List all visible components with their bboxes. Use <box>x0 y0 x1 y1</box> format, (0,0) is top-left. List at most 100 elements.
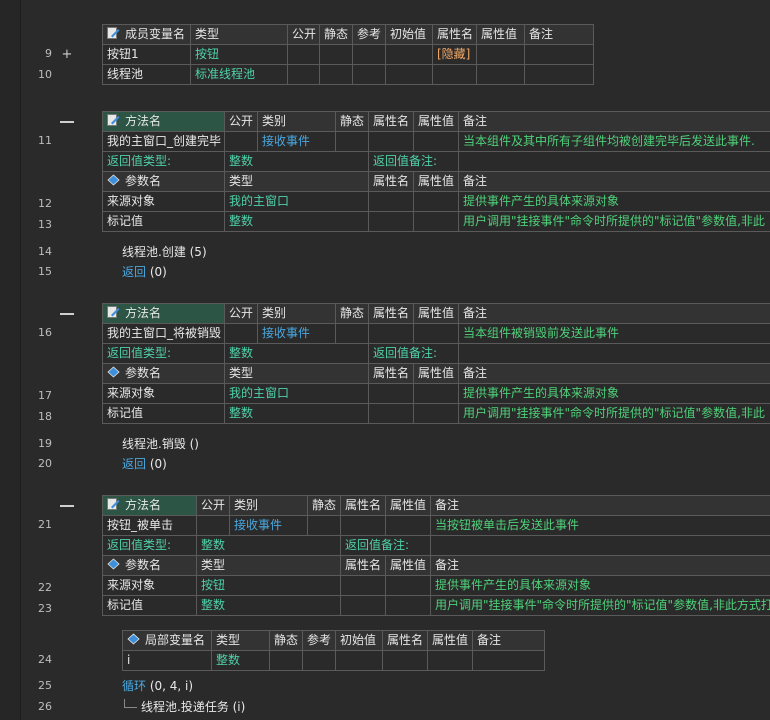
param-name-cell[interactable]: 来源对象 <box>102 383 225 404</box>
method-name-header[interactable]: 方法名 <box>102 495 197 516</box>
collapse-minus-icon[interactable] <box>60 505 74 507</box>
param-type-cell[interactable]: 我的主窗口 <box>224 383 369 404</box>
public-cell[interactable] <box>287 64 320 85</box>
static-cell[interactable] <box>335 131 369 152</box>
reference-cell[interactable] <box>302 650 336 671</box>
method-name-cell[interactable]: 按钮_被单击 <box>102 515 197 536</box>
param-name-cell[interactable]: 来源对象 <box>102 191 225 212</box>
param-name-cell[interactable]: 标记值 <box>102 595 197 616</box>
attribute-value-cell[interactable] <box>385 515 431 536</box>
attribute-name-cell[interactable] <box>368 323 414 344</box>
reference-cell[interactable] <box>352 64 386 85</box>
static-cell[interactable] <box>269 650 303 671</box>
attribute-value-cell[interactable] <box>413 211 459 232</box>
initial-value-cell[interactable] <box>385 44 433 65</box>
param-type-cell[interactable]: 按钮 <box>196 575 341 596</box>
member-name-cell[interactable]: 按钮1 <box>102 44 191 65</box>
param-type-cell[interactable]: 我的主窗口 <box>224 191 369 212</box>
attribute-name-cell[interactable]: [隐藏] <box>432 44 477 65</box>
local-name-header[interactable]: 局部变量名 <box>122 630 212 651</box>
return-note-cell[interactable] <box>458 343 770 364</box>
code-line[interactable]: 线程池.投递任务 (i) <box>141 700 246 714</box>
attribute-name-cell[interactable] <box>382 650 428 671</box>
param-note-cell[interactable]: 提供事件产生的具体来源对象 <box>458 383 770 404</box>
local-type-cell[interactable]: 整数 <box>211 650 270 671</box>
param-name-cell[interactable]: 标记值 <box>102 403 225 424</box>
param-note-cell[interactable]: 提供事件产生的具体来源对象 <box>458 191 770 212</box>
param-type-cell[interactable]: 整数 <box>196 595 341 616</box>
attribute-name-cell[interactable] <box>368 383 414 404</box>
param-name-header[interactable]: 参数名 <box>102 555 197 576</box>
attribute-name-cell[interactable] <box>340 515 386 536</box>
public-cell[interactable] <box>287 44 320 65</box>
attribute-name-cell[interactable] <box>368 191 414 212</box>
param-note-cell[interactable]: 提供事件产生的具体来源对象 <box>430 575 770 596</box>
member-name-cell[interactable]: 线程池 <box>102 64 191 85</box>
note-cell[interactable]: 当本组件及其中所有子组件均被创建完毕后发送此事件. <box>458 131 770 152</box>
note-cell[interactable] <box>524 44 594 65</box>
attribute-name-cell[interactable] <box>340 575 386 596</box>
attribute-value-cell[interactable] <box>476 44 525 65</box>
collapse-minus-icon[interactable] <box>60 121 74 123</box>
attribute-value-cell[interactable] <box>385 595 431 616</box>
attribute-value-cell[interactable] <box>413 323 459 344</box>
param-note-cell[interactable]: 用户调用"挂接事件"命令时所提供的"标记值"参数值,非此方式打 <box>430 595 770 616</box>
member-type-cell[interactable]: 标准线程池 <box>190 64 288 85</box>
static-cell[interactable] <box>307 515 341 536</box>
reference-cell[interactable] <box>352 44 386 65</box>
note-cell[interactable] <box>472 650 545 671</box>
param-type-cell[interactable]: 整数 <box>224 211 369 232</box>
code-line[interactable]: 线程池.销毁 () <box>122 437 199 451</box>
attribute-value-cell[interactable] <box>413 191 459 212</box>
attribute-value-cell[interactable] <box>413 131 459 152</box>
method-name-cell[interactable]: 我的主窗口_创建完毕 <box>102 131 225 152</box>
attribute-value-cell[interactable] <box>427 650 473 671</box>
local-name-cell[interactable]: i <box>122 650 212 671</box>
attribute-value-cell[interactable] <box>413 403 459 424</box>
member-name-header[interactable]: 成员变量名 <box>102 24 191 45</box>
param-note-cell[interactable]: 用户调用"挂接事件"命令时所提供的"标记值"参数值,非此 <box>458 403 770 424</box>
note-cell[interactable] <box>524 64 594 85</box>
note-cell[interactable]: 当本组件被销毁前发送此事件 <box>458 323 770 344</box>
param-name-cell[interactable]: 来源对象 <box>102 575 197 596</box>
initial-value-cell[interactable] <box>385 64 433 85</box>
code-line[interactable]: 返回 (0) <box>122 454 167 474</box>
method-name-cell[interactable]: 我的主窗口_将被销毁 <box>102 323 225 344</box>
note-cell[interactable]: 当按钮被单击后发送此事件 <box>430 515 770 536</box>
initial-value-cell[interactable] <box>335 650 383 671</box>
return-note-cell[interactable] <box>458 151 770 172</box>
public-cell[interactable] <box>224 323 258 344</box>
attribute-value-cell[interactable] <box>413 383 459 404</box>
category-cell[interactable]: 接收事件 <box>257 323 336 344</box>
code-line[interactable]: 线程池.创建 (5) <box>122 245 207 259</box>
expand-plus-icon[interactable]: + <box>61 47 73 62</box>
return-type-cell[interactable]: 整数 <box>196 535 341 556</box>
public-cell[interactable] <box>224 131 258 152</box>
param-type-cell[interactable]: 整数 <box>224 403 369 424</box>
param-name-header[interactable]: 参数名 <box>102 363 225 384</box>
return-type-cell[interactable]: 整数 <box>224 343 369 364</box>
category-cell[interactable]: 接收事件 <box>257 131 336 152</box>
code-line[interactable]: 返回 (0) <box>122 262 167 282</box>
attribute-name-cell[interactable] <box>368 403 414 424</box>
attribute-name-cell[interactable] <box>368 211 414 232</box>
attribute-name-cell[interactable] <box>340 595 386 616</box>
param-name-header[interactable]: 参数名 <box>102 171 225 192</box>
attribute-name-cell[interactable] <box>432 64 477 85</box>
attribute-name-cell[interactable] <box>368 131 414 152</box>
static-cell[interactable] <box>319 64 353 85</box>
return-note-cell[interactable] <box>430 535 770 556</box>
param-note-cell[interactable]: 用户调用"挂接事件"命令时所提供的"标记值"参数值,非此 <box>458 211 770 232</box>
public-cell[interactable] <box>196 515 230 536</box>
attribute-value-cell[interactable] <box>385 575 431 596</box>
collapse-minus-icon[interactable] <box>60 313 74 315</box>
method-name-header[interactable]: 方法名 <box>102 111 225 132</box>
category-cell[interactable]: 接收事件 <box>229 515 308 536</box>
static-cell[interactable] <box>335 323 369 344</box>
return-type-cell[interactable]: 整数 <box>224 151 369 172</box>
code-line[interactable]: 循环 (0, 4, i) <box>122 676 193 696</box>
static-cell[interactable] <box>319 44 353 65</box>
attribute-value-cell[interactable] <box>476 64 525 85</box>
method-name-header[interactable]: 方法名 <box>102 303 225 324</box>
member-type-cell[interactable]: 按钮 <box>190 44 288 65</box>
